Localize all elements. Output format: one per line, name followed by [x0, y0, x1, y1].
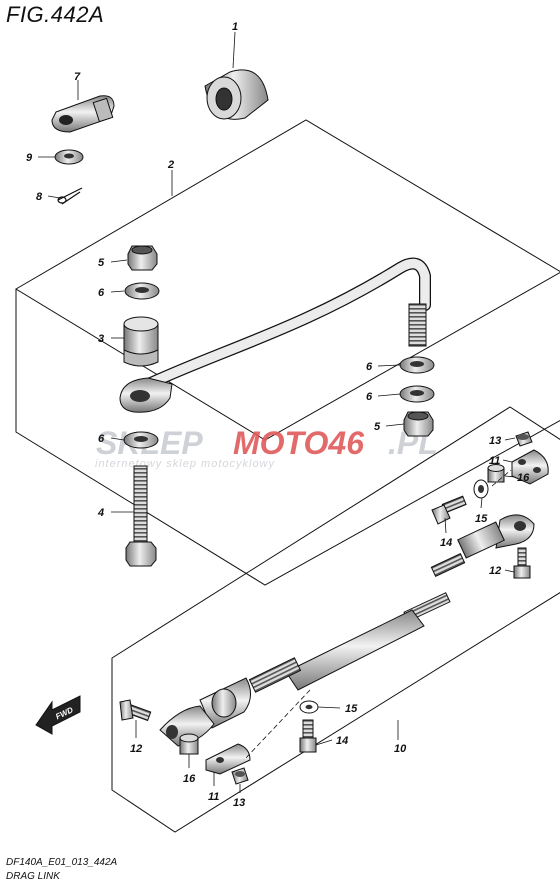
part-16-collar-lower [179, 733, 199, 755]
part-6-washer-b [399, 356, 435, 374]
part-12-bolt-upper [513, 547, 531, 579]
assembly-frame-cable [111, 406, 560, 833]
callout-6d: 6 [98, 433, 105, 445]
part-14-bolt-upper [431, 495, 467, 525]
callout-12b: 12 [130, 743, 142, 755]
callout-2: 2 [167, 159, 174, 171]
part-13-nut-lower [231, 767, 249, 785]
callout-14a: 14 [440, 537, 452, 549]
part-6-washer-a [124, 282, 160, 300]
figure-title: FIG.442A [6, 2, 105, 27]
callout-leaders [38, 31, 516, 793]
callout-6a: 6 [98, 287, 105, 299]
callout-5b: 5 [374, 421, 381, 433]
part-5-nut-upper [127, 245, 158, 271]
callout-4: 4 [97, 507, 104, 519]
part-7-lever [51, 95, 115, 133]
part-15-washer-lower [299, 700, 319, 714]
part-2-drag-link-rod [119, 257, 431, 413]
callout-8: 8 [36, 191, 43, 203]
watermark-part2: MOTO46 [233, 425, 364, 461]
figure-name: DRAG LINK [6, 871, 60, 882]
part-10-control-cable [159, 514, 535, 747]
callout-12a: 12 [489, 565, 501, 577]
part-6-washer-c [399, 385, 435, 403]
part-16-collar-upper [487, 464, 505, 483]
callout-16b: 16 [183, 773, 196, 785]
callout-10: 10 [394, 743, 407, 755]
fwd-arrow-icon: FWD [35, 695, 81, 735]
part-13-nut-upper [515, 431, 533, 447]
part-14-bolt-lower [299, 719, 317, 753]
part-3-collar [123, 316, 159, 367]
callout-13b: 13 [233, 797, 245, 809]
part-11-bracket-lower [205, 743, 251, 775]
callout-11b: 11 [208, 791, 219, 803]
callout-9: 9 [26, 152, 33, 164]
part-6-washer-d [123, 431, 159, 449]
alignment-lines [243, 469, 512, 761]
callout-15b: 15 [345, 703, 358, 715]
callout-6c: 6 [366, 391, 373, 403]
part-8-cotter-pin [57, 187, 83, 205]
callout-13a: 13 [489, 435, 501, 447]
watermark-tagline: internetowy sklep motocyklowy [95, 458, 276, 470]
figure-code: DF140A_E01_013_442A [6, 857, 118, 868]
part-9-washer [54, 149, 84, 165]
part-11-bracket-upper [511, 449, 549, 485]
watermark: SKLEP MOTO46 .PL internetowy sklep motoc… [95, 425, 438, 470]
callout-3: 3 [98, 333, 104, 345]
assembly-frame-drag-link [15, 119, 560, 441]
part-5-nut-lower [403, 411, 434, 437]
part-12-bolt-lower [119, 699, 152, 722]
part-1-bushing [204, 69, 269, 120]
callout-11a: 11 [489, 455, 500, 467]
callout-7: 7 [74, 71, 81, 83]
part-15-washer-upper [473, 479, 489, 499]
callout-16a: 16 [517, 472, 530, 484]
callout-5a: 5 [98, 257, 105, 269]
callout-6b: 6 [366, 361, 373, 373]
callout-labels: 1 7 9 8 2 5 6 3 6 6 6 5 4 13 11 16 15 14… [26, 21, 530, 809]
callout-14b: 14 [336, 735, 348, 747]
part-4-bolt [125, 465, 157, 567]
callout-15a: 15 [475, 513, 488, 525]
callout-1: 1 [232, 21, 238, 33]
